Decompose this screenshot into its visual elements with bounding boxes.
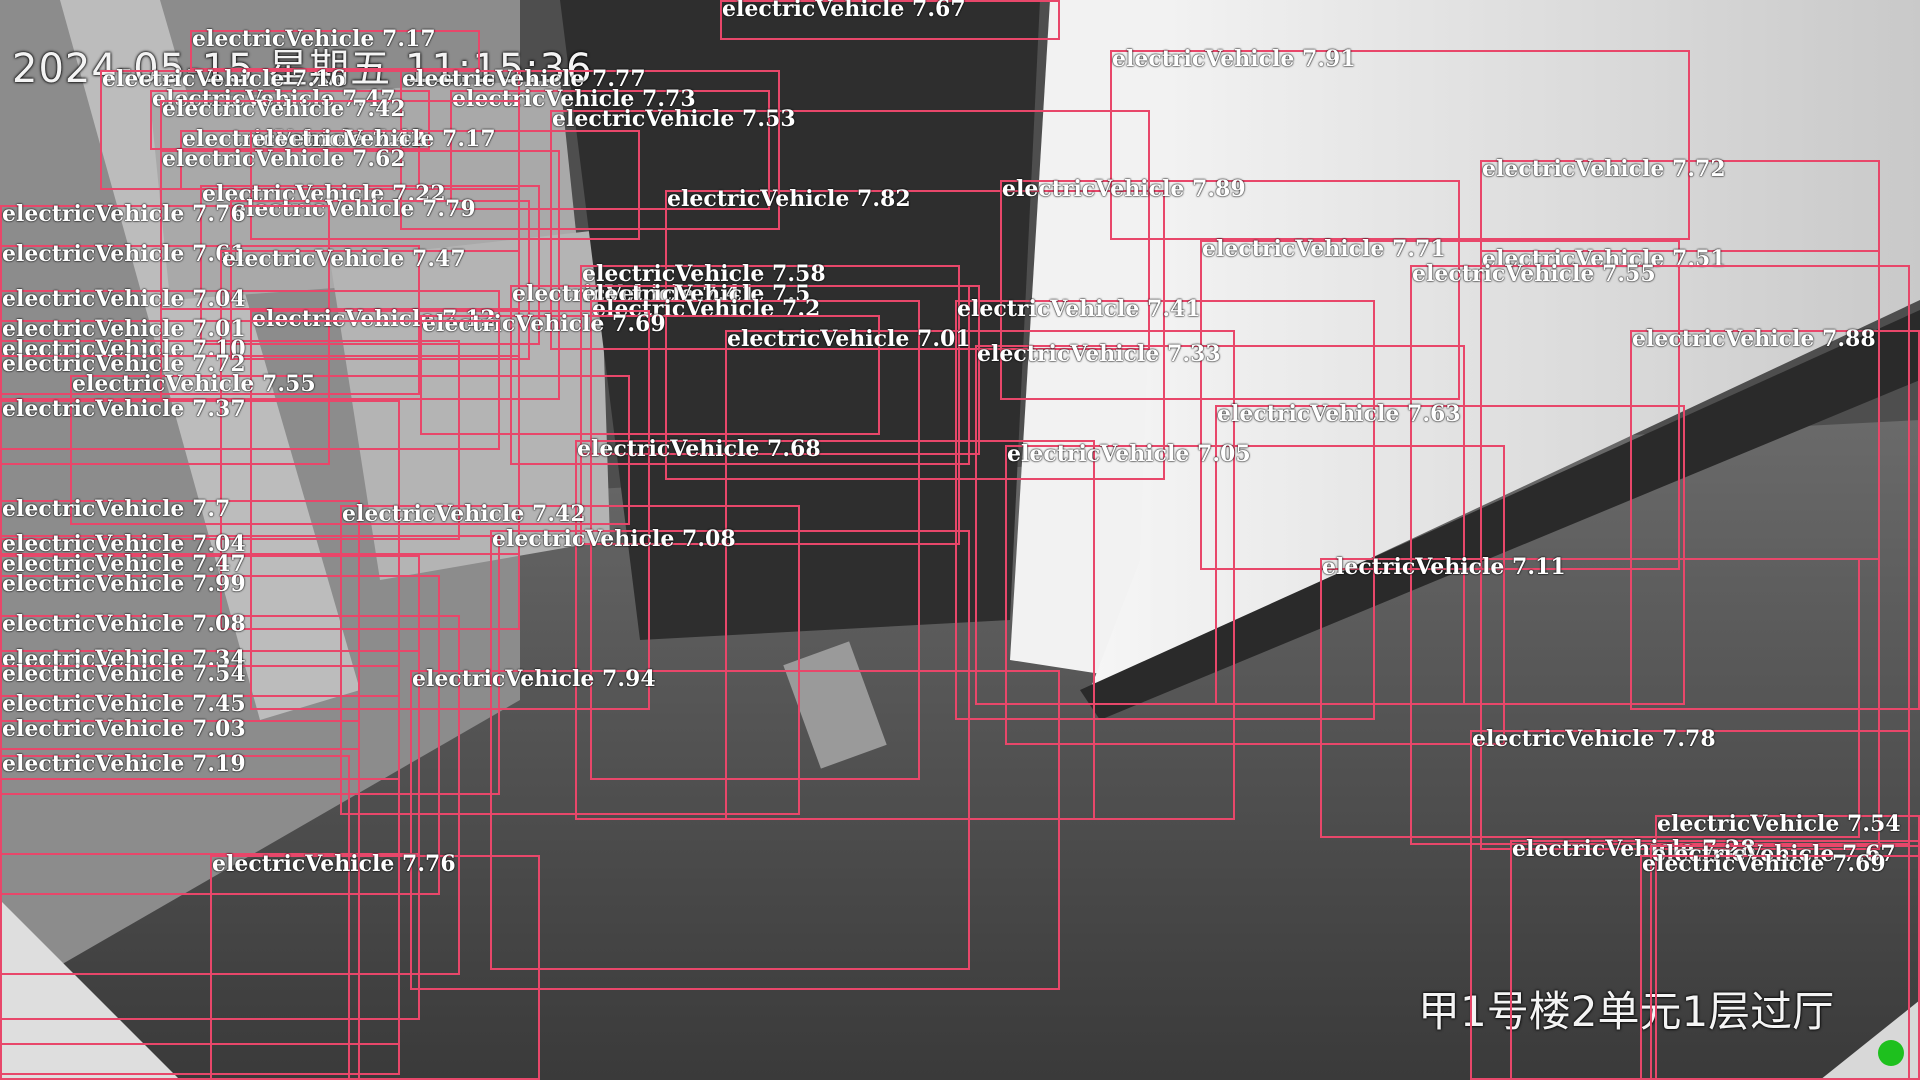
detection-label: electricVehicle 7.33 <box>977 341 1221 367</box>
detection-box: electricVehicle 7.88 <box>1630 326 1920 710</box>
detection-box: electricVehicle 7.53 <box>550 106 1150 350</box>
detection-label: electricVehicle 7.94 <box>412 666 656 692</box>
detection-box: electricVehicle 7.11 <box>1320 554 1860 838</box>
detection-label: electricVehicle 7.5 <box>582 281 811 307</box>
detection-box: electricVehicle 7.08 <box>490 526 970 970</box>
corridor <box>560 0 1040 640</box>
detection-label: electricVehicle 7.47 <box>222 246 466 272</box>
detection-label: electricVehicle 7.99 <box>2 571 246 597</box>
baseboard <box>1080 310 1920 720</box>
detection-label: electricVehicle 7.62 <box>162 146 406 172</box>
detection-box: electricVehicle 7.63 <box>1215 401 1685 705</box>
detection-label: electricVehicle 7.55 <box>72 371 316 397</box>
detection-box: electricVehicle 7.76 <box>210 851 540 1080</box>
detection-label: electricVehicle 7.89 <box>1002 176 1246 202</box>
detection-label: electricVehicle 7.79 <box>232 196 476 222</box>
detection-label: electricVehicle 7.91 <box>1112 46 1356 72</box>
detection-box: electricVehicle 7.67 <box>720 0 1060 40</box>
detection-box: electricVehicle 7.89 <box>1000 176 1460 400</box>
detection-label: electricVehicle 7.72 <box>1482 156 1726 182</box>
detection-label: electricVehicle 7.37 <box>2 396 246 422</box>
detection-label: electricVehicle 7.53 <box>552 106 796 132</box>
detection-box: electricVehicle 7.82 <box>665 186 1165 480</box>
detection-label: electricVehicle 7.78 <box>1472 726 1716 752</box>
detection-label: electricVehicle 7.47 <box>2 551 246 577</box>
floor-debris <box>783 641 887 769</box>
detection-label: electricVehicle 7.05 <box>1007 441 1251 467</box>
detection-box: electricVehicle 7.42 <box>340 501 800 815</box>
detection-label: electricVehicle 7.22 <box>202 181 446 207</box>
detection-label: electricVehicle 7.08 <box>492 526 736 552</box>
detection-label: electricVehicle 7.61 <box>2 241 246 267</box>
location-overlay: 甲1号楼2单元1层过厅 <box>1418 987 1835 1036</box>
detection-label: electricVehicle 7.68 <box>577 436 821 462</box>
pillar <box>1010 0 1170 680</box>
right-wall <box>1090 0 1920 690</box>
bottom-left-corner <box>0 900 180 1080</box>
detection-box: electricVehicle 7.51 <box>1480 246 1880 850</box>
detection-box: electricVehicle 7.05 <box>1005 441 1505 745</box>
detection-box: electricVehicle 7.79 <box>230 196 530 360</box>
detection-label: electricVehicle 7.63 <box>1217 401 1461 427</box>
detection-label: electricVehicle 7.41 <box>957 296 1201 322</box>
detection-label: electricVehicle 7.01 <box>727 326 971 352</box>
detection-label: electricVehicle 7.17 <box>252 126 496 152</box>
detection-label: electricVehicle 7.42 <box>162 96 406 122</box>
detection-label: electricVehicle 7.41 <box>512 281 756 307</box>
detection-label: electricVehicle 7.19 <box>2 751 246 777</box>
detection-label: electricVehicle 7.08 <box>2 611 246 637</box>
detection-box: electricVehicle 7.91 <box>1110 46 1690 240</box>
detection-label: electricVehicle 7.16 <box>102 66 346 92</box>
detection-box: electricVehicle 7.41 <box>955 296 1375 720</box>
detection-label: electricVehicle 7.04 <box>2 286 246 312</box>
detection-box: electricVehicle 7.5 <box>580 281 980 455</box>
detection-label: electricVehicle 7.01 <box>2 316 246 342</box>
detection-box: electricVehicle 7.47 <box>150 86 430 150</box>
detection-label: electricVehicle 7.69 <box>1642 851 1886 877</box>
detection-box: electricVehicle 7.55 <box>1410 261 1910 845</box>
detection-box: electricVehicle 7.12 <box>250 306 650 710</box>
detection-label: electricVehicle 7.82 <box>667 186 911 212</box>
detection-box: electricVehicle 7.68 <box>575 436 1095 820</box>
detection-label: electricVehicle 7.34 <box>2 646 246 672</box>
detection-label: electricVehicle 7.55 <box>1412 261 1656 287</box>
detection-label: electricVehicle 7.67 <box>1652 841 1896 867</box>
cabinet <box>330 230 610 580</box>
status-indicator <box>1878 1040 1904 1066</box>
detection-label: electricVehicle 7.28 <box>1512 836 1756 862</box>
detection-label: electricVehicle 7.73 <box>452 86 696 112</box>
detection-box: electricVehicle 7.69 <box>1640 851 1920 1080</box>
detection-label: electricVehicle 7.03 <box>2 716 246 742</box>
detection-label: electricVehicle 7.51 <box>1482 246 1726 272</box>
detection-label: electricVehicle 7.76 <box>212 851 456 877</box>
detection-label: electricVehicle 7.76 <box>2 201 246 227</box>
detection-label: electricVehicle 7.10 <box>2 336 246 362</box>
detection-box: electricVehicle 7.22 <box>200 181 540 345</box>
detection-label: electricVehicle 7.42 <box>182 126 426 152</box>
detection-label: electricVehicle 7.47 <box>152 86 396 112</box>
detection-label: electricVehicle 7.42 <box>342 501 586 527</box>
detection-label: electricVehicle 7.72 <box>2 351 246 377</box>
left-door-frame <box>60 0 360 720</box>
detection-box: electricVehicle 7.19 <box>0 751 350 1080</box>
detection-label: electricVehicle 7.88 <box>1632 326 1876 352</box>
detection-label: electricVehicle 7.69 <box>422 311 666 337</box>
detection-box: electricVehicle 7.17 <box>190 26 480 70</box>
detection-label: electricVehicle 7.17 <box>192 26 436 52</box>
detection-label: electricVehicle 7.12 <box>252 306 496 332</box>
detection-label: electricVehicle 7.58 <box>582 261 826 287</box>
detection-label: electricVehicle 7.54 <box>1657 811 1901 837</box>
detection-label: electricVehicle 7.77 <box>402 66 646 92</box>
detection-label: electricVehicle 7.7 <box>2 496 231 522</box>
detection-label: electricVehicle 7.54 <box>2 661 246 687</box>
detection-box: electricVehicle 7.55 <box>70 371 630 525</box>
detection-label: electricVehicle 7.04 <box>2 531 246 557</box>
detection-label: electricVehicle 7.11 <box>1322 554 1566 580</box>
detection-box: electricVehicle 7.94 <box>410 666 1060 990</box>
detection-label: electricVehicle 7.45 <box>2 691 246 717</box>
detection-label: electricVehicle 7.67 <box>722 0 966 22</box>
detection-label: electricVehicle 7.71 <box>1202 236 1446 262</box>
